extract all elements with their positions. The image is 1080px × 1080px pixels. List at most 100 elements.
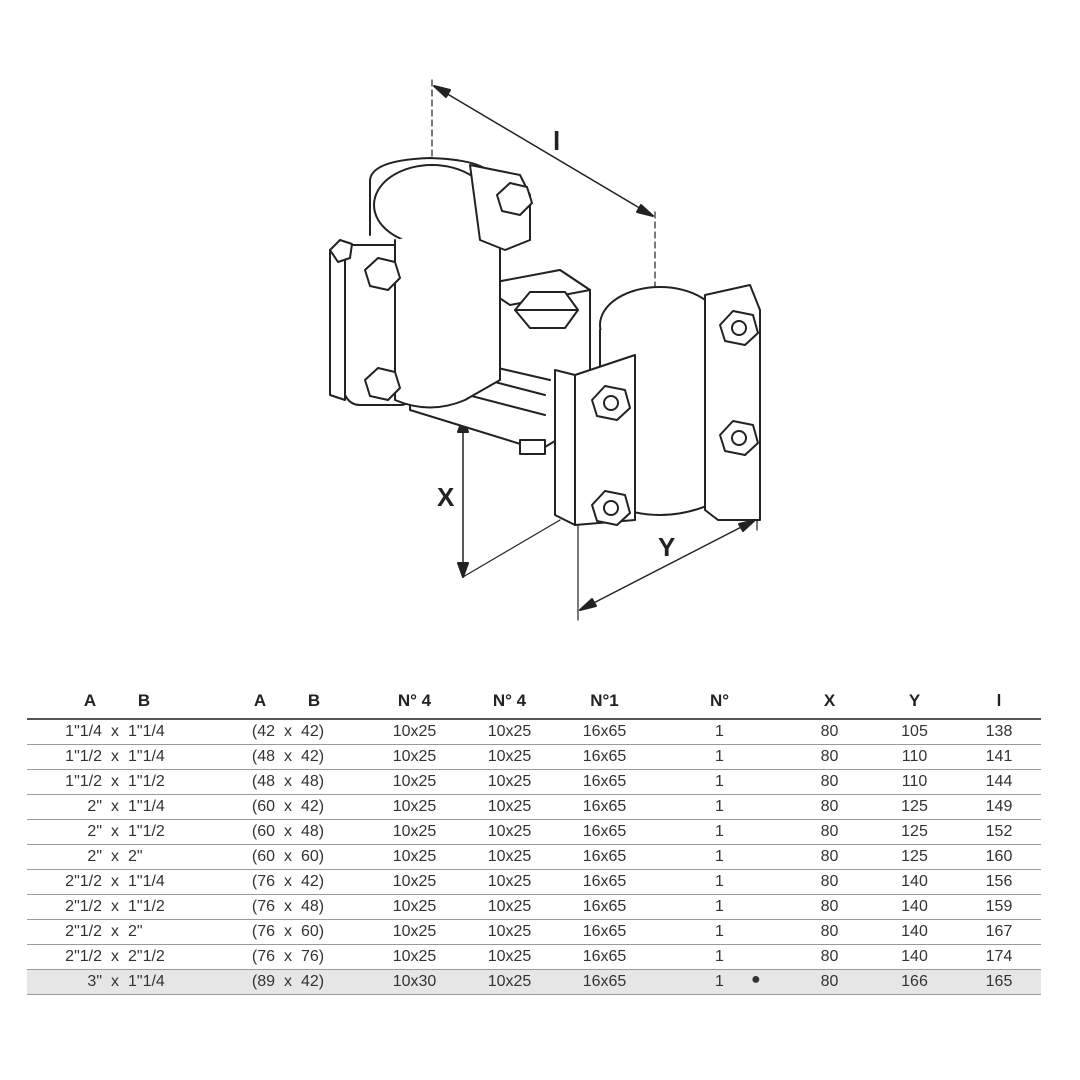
cell-mm-b: 60) bbox=[301, 848, 325, 865]
header-y: Y bbox=[872, 688, 957, 720]
cell-mm-b: 42) bbox=[301, 873, 325, 890]
cell-l: 138 bbox=[957, 719, 1041, 745]
separator: x bbox=[284, 773, 292, 790]
cell-n4-b: 10x25 bbox=[462, 744, 557, 770]
cell-x: 80 bbox=[787, 794, 872, 820]
clamp-technical-drawing: l X Y bbox=[329, 79, 761, 621]
cell-l: 149 bbox=[957, 794, 1041, 820]
cell-mm-a: (89 bbox=[251, 973, 275, 990]
left-clamp bbox=[329, 157, 531, 409]
cell-n4-a: 10x30 bbox=[367, 969, 462, 995]
cell-n: 1 bbox=[652, 844, 787, 870]
cell-y: 125 bbox=[872, 844, 957, 870]
cell-x: 80 bbox=[787, 869, 872, 895]
cell-l: 159 bbox=[957, 894, 1041, 920]
cell-n4-a: 10x25 bbox=[367, 844, 462, 870]
cell-inch-a: 2" bbox=[87, 798, 102, 815]
cell-n1: 16x65 bbox=[557, 894, 652, 920]
cell-mm-b: 48) bbox=[301, 898, 325, 915]
cell-n4-b: 10x25 bbox=[462, 969, 557, 995]
header-n4-a: N° 4 bbox=[367, 688, 462, 720]
cell-inch-a: 2" bbox=[87, 823, 102, 840]
cell-mm-a: (76 bbox=[251, 948, 275, 965]
cell-n-value: 1 bbox=[715, 773, 724, 790]
cell-n1: 16x65 bbox=[557, 844, 652, 870]
cell-n: 1● bbox=[652, 969, 787, 995]
separator: x bbox=[284, 923, 292, 940]
cell-inch-b: 1"1/2 bbox=[128, 898, 165, 915]
cell-n4-b: 10x25 bbox=[462, 944, 557, 970]
separator: x bbox=[284, 748, 292, 765]
cell-n1: 16x65 bbox=[557, 944, 652, 970]
separator: x bbox=[284, 848, 292, 865]
cell-l: 165 bbox=[957, 969, 1041, 995]
cell-n1: 16x65 bbox=[557, 744, 652, 770]
cell-n4-a: 10x25 bbox=[367, 719, 462, 745]
cell-n4-a: 10x25 bbox=[367, 769, 462, 795]
cell-x: 80 bbox=[787, 944, 872, 970]
cell-n4-a: 10x25 bbox=[367, 869, 462, 895]
cell-n1: 16x65 bbox=[557, 769, 652, 795]
separator: x bbox=[111, 748, 119, 765]
separator: x bbox=[284, 948, 292, 965]
cell-l: 174 bbox=[957, 944, 1041, 970]
cell-n1: 16x65 bbox=[557, 819, 652, 845]
bullet-marker: ● bbox=[751, 971, 761, 988]
cell-n1: 16x65 bbox=[557, 719, 652, 745]
label-x: X bbox=[437, 482, 455, 512]
cell-y: 105 bbox=[872, 719, 957, 745]
cell-inch-b: 1"1/4 bbox=[128, 973, 165, 990]
cell-n4-b: 10x25 bbox=[462, 819, 557, 845]
cell-y: 140 bbox=[872, 944, 957, 970]
cell-l: 141 bbox=[957, 744, 1041, 770]
separator: x bbox=[111, 873, 119, 890]
right-clamp bbox=[554, 284, 761, 526]
cell-inch-a: 2"1/2 bbox=[65, 948, 102, 965]
cell-y: 125 bbox=[872, 819, 957, 845]
cell-n: 1 bbox=[652, 919, 787, 945]
separator: x bbox=[111, 773, 119, 790]
label-y: Y bbox=[658, 532, 675, 562]
cell-n: 1 bbox=[652, 894, 787, 920]
cell-n1: 16x65 bbox=[557, 919, 652, 945]
cell-inch-b: 1"1/2 bbox=[128, 773, 165, 790]
cell-n: 1 bbox=[652, 794, 787, 820]
cell-n-value: 1 bbox=[715, 798, 724, 815]
cell-x: 80 bbox=[787, 844, 872, 870]
cell-n-value: 1 bbox=[715, 723, 724, 740]
cell-x: 80 bbox=[787, 769, 872, 795]
separator: x bbox=[284, 823, 292, 840]
cell-inch-b: 2" bbox=[128, 923, 143, 940]
cell-n1: 16x65 bbox=[557, 794, 652, 820]
separator: x bbox=[111, 898, 119, 915]
cell-inch-a: 1"1/2 bbox=[65, 748, 102, 765]
cell-y: 110 bbox=[872, 769, 957, 795]
cell-l: 160 bbox=[957, 844, 1041, 870]
cell-n4-b: 10x25 bbox=[462, 894, 557, 920]
cell-y: 110 bbox=[872, 744, 957, 770]
cell-n4-a: 10x25 bbox=[367, 919, 462, 945]
cell-mm-b: 42) bbox=[301, 723, 325, 740]
header-inch-b: B bbox=[137, 691, 151, 710]
cell-mm-b: 48) bbox=[301, 823, 325, 840]
cell-n4-a: 10x25 bbox=[367, 794, 462, 820]
cell-inch-a: 1"1/4 bbox=[65, 723, 102, 740]
label-l: l bbox=[553, 126, 560, 156]
cell-n-value: 1 bbox=[715, 973, 724, 990]
cell-n4-b: 10x25 bbox=[462, 769, 557, 795]
cell-n4-a: 10x25 bbox=[367, 819, 462, 845]
cell-mm-a: (76 bbox=[251, 923, 275, 940]
